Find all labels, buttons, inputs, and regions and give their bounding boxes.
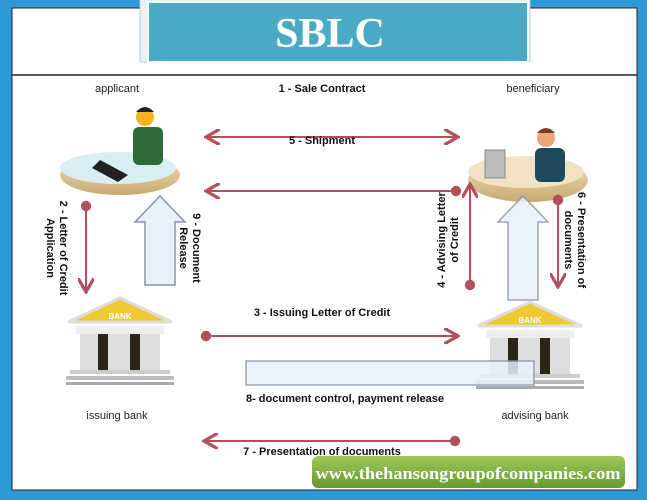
advising-bank-icon: BANK (476, 300, 584, 389)
step-8-label: 8- document control, payment release (246, 393, 444, 405)
presentation-hollow-arrow (496, 194, 550, 301)
beneficiary-person-icon (468, 128, 588, 202)
beneficiary-label: beneficiary (506, 83, 560, 95)
title: SBLC (275, 11, 385, 57)
step-6-label: 6 - Presentation ofdocuments (562, 192, 587, 288)
watermark-banner (312, 456, 625, 488)
watermark-text: www.thehansongroupofcompanies.com (316, 464, 621, 483)
document-release-hollow-arrow (133, 194, 187, 286)
bank-sign: BANK (518, 316, 541, 325)
step-1-label: 1 - Sale Contract (279, 83, 366, 95)
step-4-label: 4 - Advising Letterof Credit (436, 192, 461, 288)
issuing-bank-icon: BANK (66, 296, 174, 385)
step-9-label: 9 - DocumentRelease (177, 213, 202, 283)
step-7-label: 7 - Presentation of documents (243, 446, 401, 458)
step-5-label: 5 - Shipment (289, 135, 355, 147)
step-3-label: 3 - Issuing Letter of Credit (254, 307, 391, 319)
applicant-label: applicant (95, 83, 139, 95)
applicant-person-icon (60, 107, 180, 195)
title-box (147, 1, 529, 63)
advising-bank-label: advising bank (501, 410, 569, 422)
bank-sign: BANK (108, 312, 131, 321)
payment-release-hollow-arrow (245, 360, 535, 386)
step-2-label: 2 - Letter of CreditApplication (44, 201, 69, 296)
issuing-bank-label: issuing bank (86, 410, 148, 422)
